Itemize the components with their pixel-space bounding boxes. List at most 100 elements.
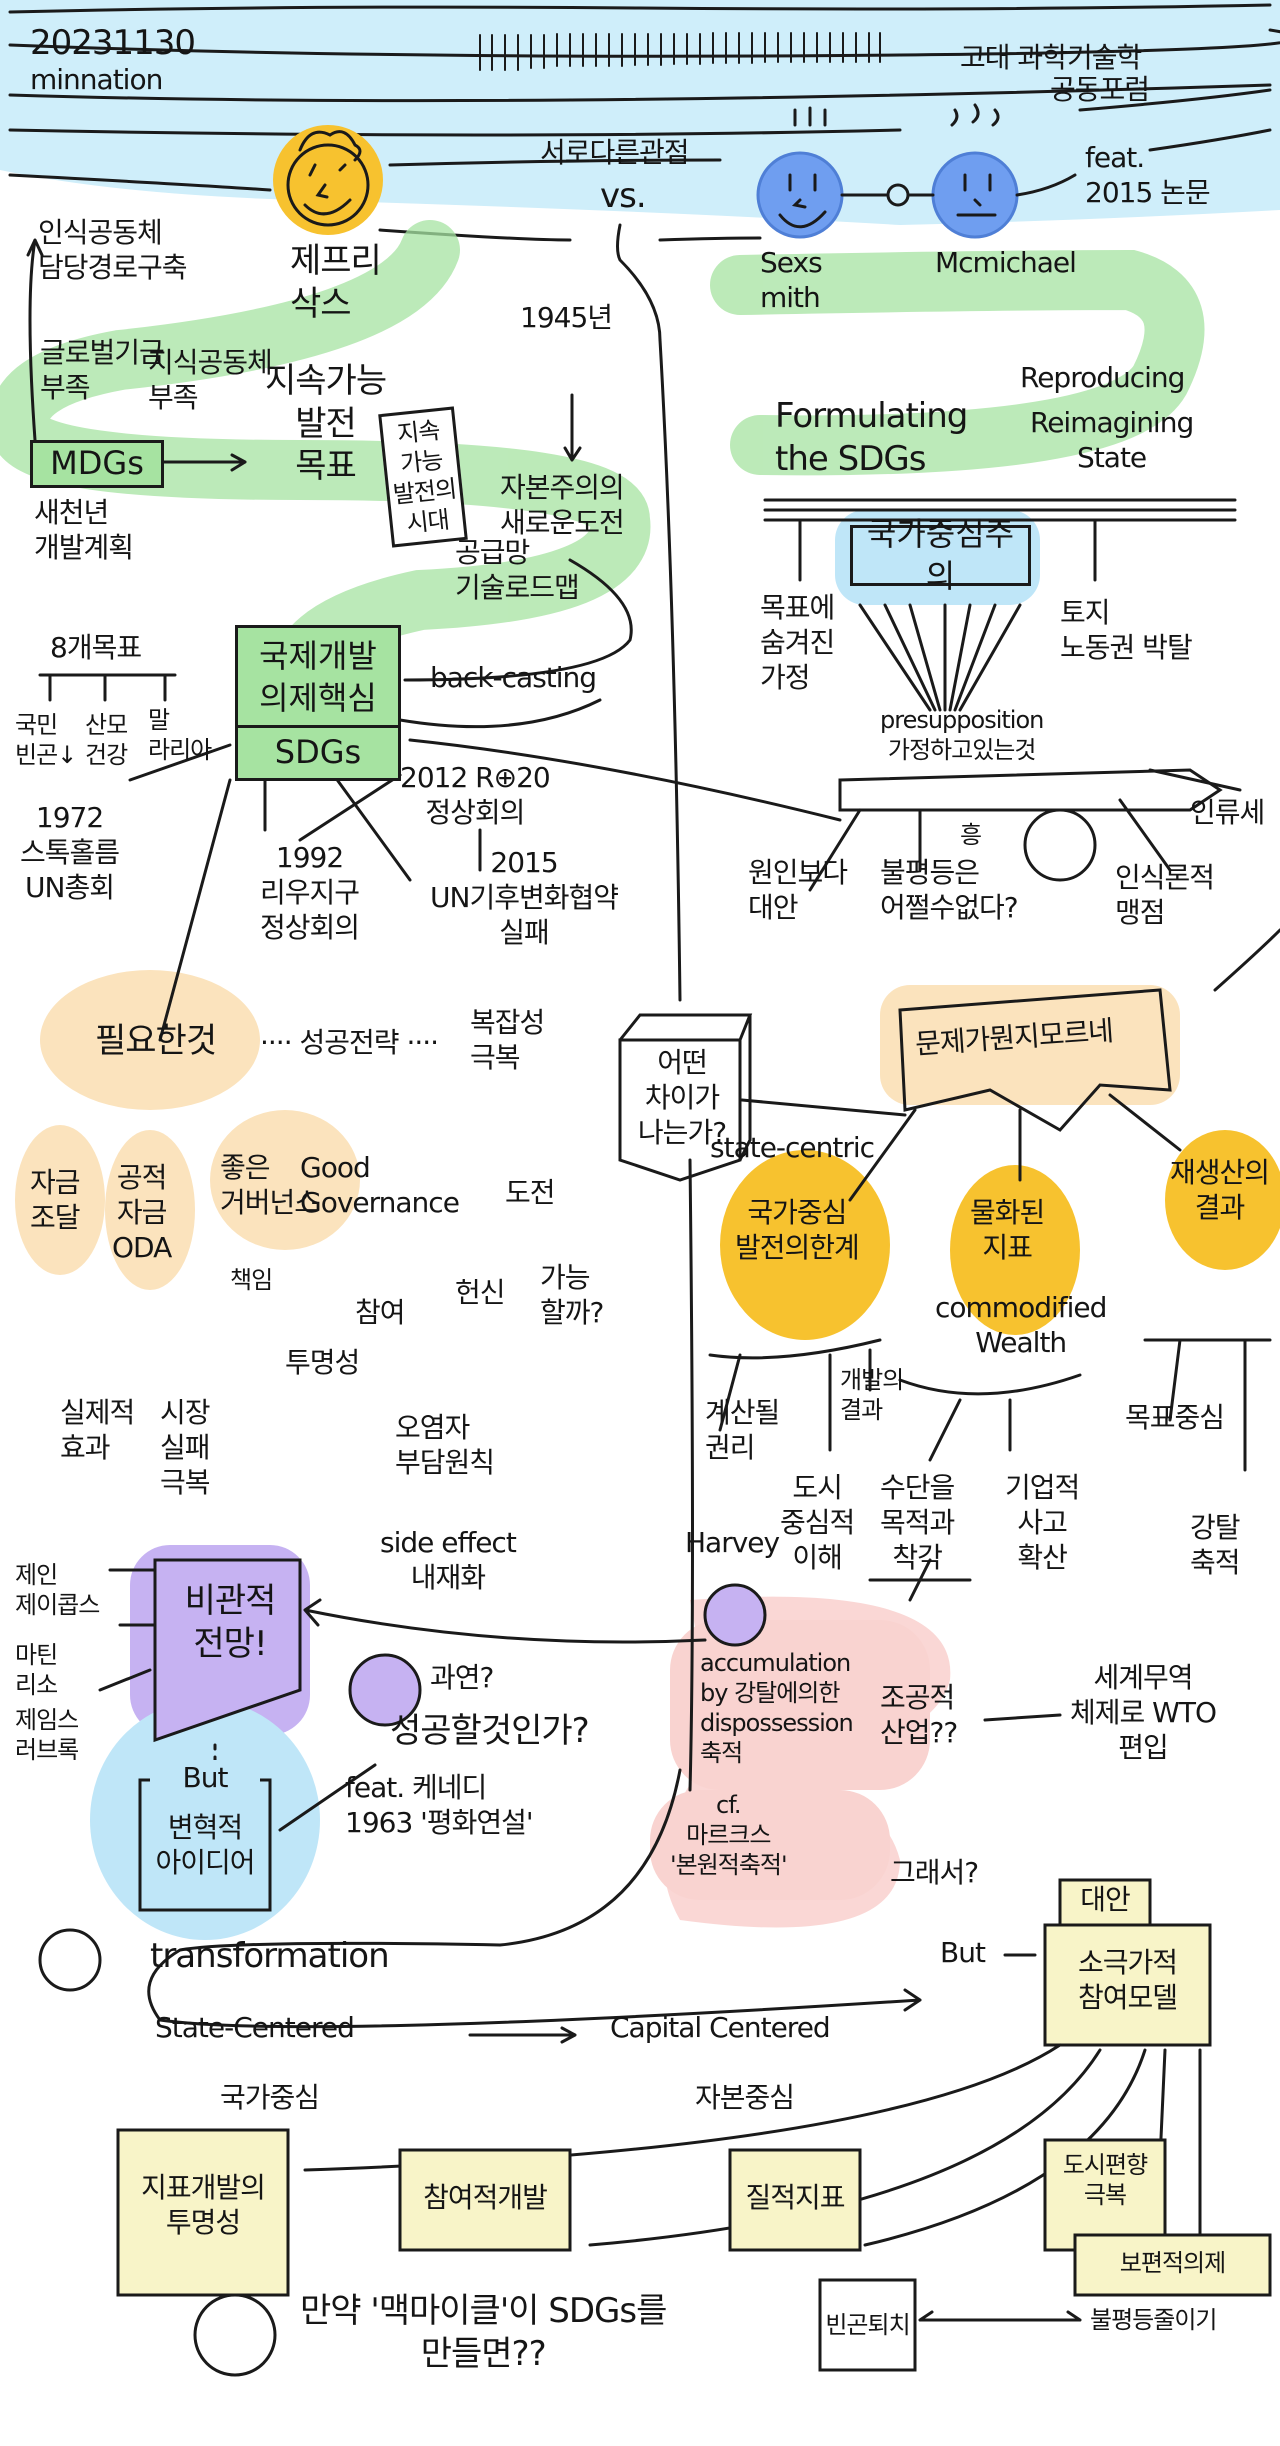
kennedy-peace-speech: feat. 케네디 1963 '평화연설' — [345, 1771, 534, 1839]
millennium-plan: 새천년 개발계획 — [34, 496, 134, 564]
transformation-label: transformation — [150, 1936, 390, 1976]
sexsmith-face-icon — [778, 106, 827, 229]
transformative-ideas: 변혁적 아이디어 — [155, 1811, 255, 1879]
center-line — [658, 338, 694, 1792]
difference-box — [618, 1013, 753, 1182]
commodified-wealth: commodified Wealth — [935, 1291, 1107, 1359]
knowledge-community-lack: 지식공동체 부족 — [148, 346, 273, 414]
pessimistic-outlook: 비관적 전망! — [184, 1581, 277, 1664]
qualitative-indicators: 질적지표 — [745, 2181, 845, 2214]
different-views-title: 서로다른관점 — [540, 136, 690, 169]
anthropocene: 인류세 — [1190, 796, 1265, 829]
worried-face-icon — [1023, 808, 1097, 882]
reduce-inequality: 불평등줄이기 — [1090, 2306, 1217, 2334]
reproducing-label: Reproducing — [1020, 361, 1185, 394]
capitalism-challenge: 자본주의의 새로운도전 — [500, 471, 625, 539]
sdgs-box: SDGs — [235, 725, 401, 781]
capital-centered: Capital Centered — [610, 2011, 831, 2044]
inequality-inevitable: 불평등은 어쩔수없다? — [880, 856, 1019, 924]
reproduction-result: 재생산의 결과 — [1170, 1156, 1270, 1224]
supply-chain-roadmap: 공급망 기술로드맵 — [455, 536, 580, 604]
hatched-bar — [479, 32, 881, 71]
epistemic-blindspot: 인식론적 맹점 — [1115, 861, 1215, 929]
good-governance-ko: 좋은 거버넌스 — [220, 1151, 320, 1219]
marx-primitive-accumulation: cf. 마르크스 '본원적축적' — [670, 1791, 788, 1879]
indicator-box — [116, 2128, 290, 2297]
global-fund-lack: 글로벌기금 부족 — [40, 336, 165, 404]
urban-bias-box — [1043, 2138, 1167, 2252]
transparency: 투명성 — [285, 1346, 360, 1379]
good-governance-en: Good Governance — [300, 1151, 460, 1219]
corporate-thinking: 기업적 사고 확산 — [1005, 1471, 1080, 1574]
state-centered-ko: 국가중심 — [220, 2081, 320, 2114]
harvey-label: Harvey — [685, 1526, 780, 1559]
land-labor-deprivation: 토지 노동권 박탈 — [1060, 596, 1193, 664]
participatory-box — [398, 2148, 572, 2252]
date: 20231130 — [30, 23, 196, 63]
will-it-succeed: 성공할것인가? — [390, 1711, 590, 1751]
hidden-assumptions: 목표에 숨겨진 가정 — [760, 591, 835, 694]
plunder-accumulation: 강탈 축적 — [1190, 1511, 1241, 1579]
urban-centric-understanding: 도시 중심적 이해 — [780, 1471, 855, 1574]
forum-title-line1: 고대 과학기술학 — [960, 41, 1142, 74]
overcome-urban-bias: 도시편향 극복 — [1062, 2151, 1148, 2209]
wondering-face-icon — [193, 2293, 277, 2377]
really-question: 과연? — [430, 1661, 494, 1694]
state-centered: State-Centered — [155, 2011, 355, 2044]
what-if-mcmichael: 만약 '맥마이클'이 SDGs를 만들면?? — [300, 2291, 667, 2374]
capital-centered-ko: 자본중심 — [695, 2081, 795, 2114]
james-lovelock: 제임스 러브록 — [15, 1706, 79, 1764]
wto-integration: 세계무역 체제로 WTO 편입 — [1070, 1661, 1217, 1764]
market-failure: 시장 실패 극복 — [160, 1396, 211, 1499]
stockholm-1972: 1972 스톡홀름 UN총회 — [20, 801, 120, 904]
reified-indicators: 물화된 지표 — [970, 1196, 1045, 1264]
success-strategy: ···· 성공전략 ···· — [260, 1026, 439, 1059]
goal-malaria: 말 라리아 — [148, 706, 212, 764]
pessimistic-box — [153, 1558, 302, 1743]
poverty-eradication: 빈곤퇴치 — [825, 2311, 910, 2339]
rio20-2012: 2012 R⊕20 정상회의 — [400, 761, 551, 829]
side-effect-internalization: side effect 내재화 — [380, 1526, 517, 1594]
alternative-box — [1058, 1878, 1152, 1927]
martin-label: 마틴 리소 — [15, 1641, 58, 1699]
accumulation-by-dispossession: accumulation by 강탈에의한 dispossession 축적 — [700, 1649, 854, 1767]
harvey-face-icon — [703, 1583, 767, 1647]
tribute-industry: 조공적 산업?? — [880, 1681, 958, 1749]
but-label: But — [150, 1760, 260, 1795]
book-age-of-sustainable-development: 지속 가능 발전의 시대 — [378, 406, 468, 548]
green-swirl — [0, 220, 1205, 730]
jeffrey-sachs-face-icon — [286, 130, 370, 227]
but-label-bottom: But — [940, 1936, 986, 1969]
challenge: 도전 — [505, 1176, 556, 1209]
responsibility: 책임 — [230, 1266, 273, 1294]
development-result: 개발의 결과 — [840, 1366, 904, 1424]
polluter-pays: 오염자 부담원칙 — [395, 1411, 495, 1479]
core-agenda-box: 국제개발 의제핵심 — [235, 625, 401, 731]
participation-model-box — [1043, 1923, 1212, 2047]
indicator-transparency: 지표개발의 투명성 — [141, 2171, 266, 2239]
goal-maternal-health: 산모 건강 — [85, 711, 128, 769]
qualitative-box — [728, 2148, 862, 2252]
poverty-box — [818, 2278, 917, 2372]
reimagining-state: Reimagining State — [1030, 406, 1194, 474]
back-casting-label: back-casting — [430, 661, 597, 694]
mcmichael-label: Mcmichael — [935, 246, 1077, 279]
practical-effect: 실제적 효과 — [60, 1396, 135, 1464]
goal-poverty: 국민 빈곤↓ — [15, 711, 77, 769]
universal-box — [1073, 2233, 1272, 2297]
needed-things: 필요한것 — [95, 1021, 217, 1061]
universal-agenda: 보편적의제 — [1119, 2249, 1226, 2277]
formulating-sdgs: Formulating the SDGs — [775, 396, 968, 479]
jeffrey-sachs-face-highlight — [273, 125, 383, 235]
jane-jacobs: 제인 제이콥스 — [15, 1561, 100, 1619]
jeffrey-sachs-label: 제프리 삭스 — [290, 241, 382, 324]
climate-2015-failure: 2015 UN기후변화협약 실패 — [430, 846, 619, 949]
is-it-possible: 가능 할까? — [540, 1261, 604, 1329]
author: minnation — [30, 63, 163, 96]
alternatives-over-causes: 원인보다 대안 — [748, 856, 848, 924]
participation: 참여 — [355, 1296, 406, 1329]
hmm-speech: 흥 — [960, 821, 982, 849]
orange-highlight — [40, 970, 260, 1110]
alternative-label: 대안 — [1080, 1883, 1131, 1916]
